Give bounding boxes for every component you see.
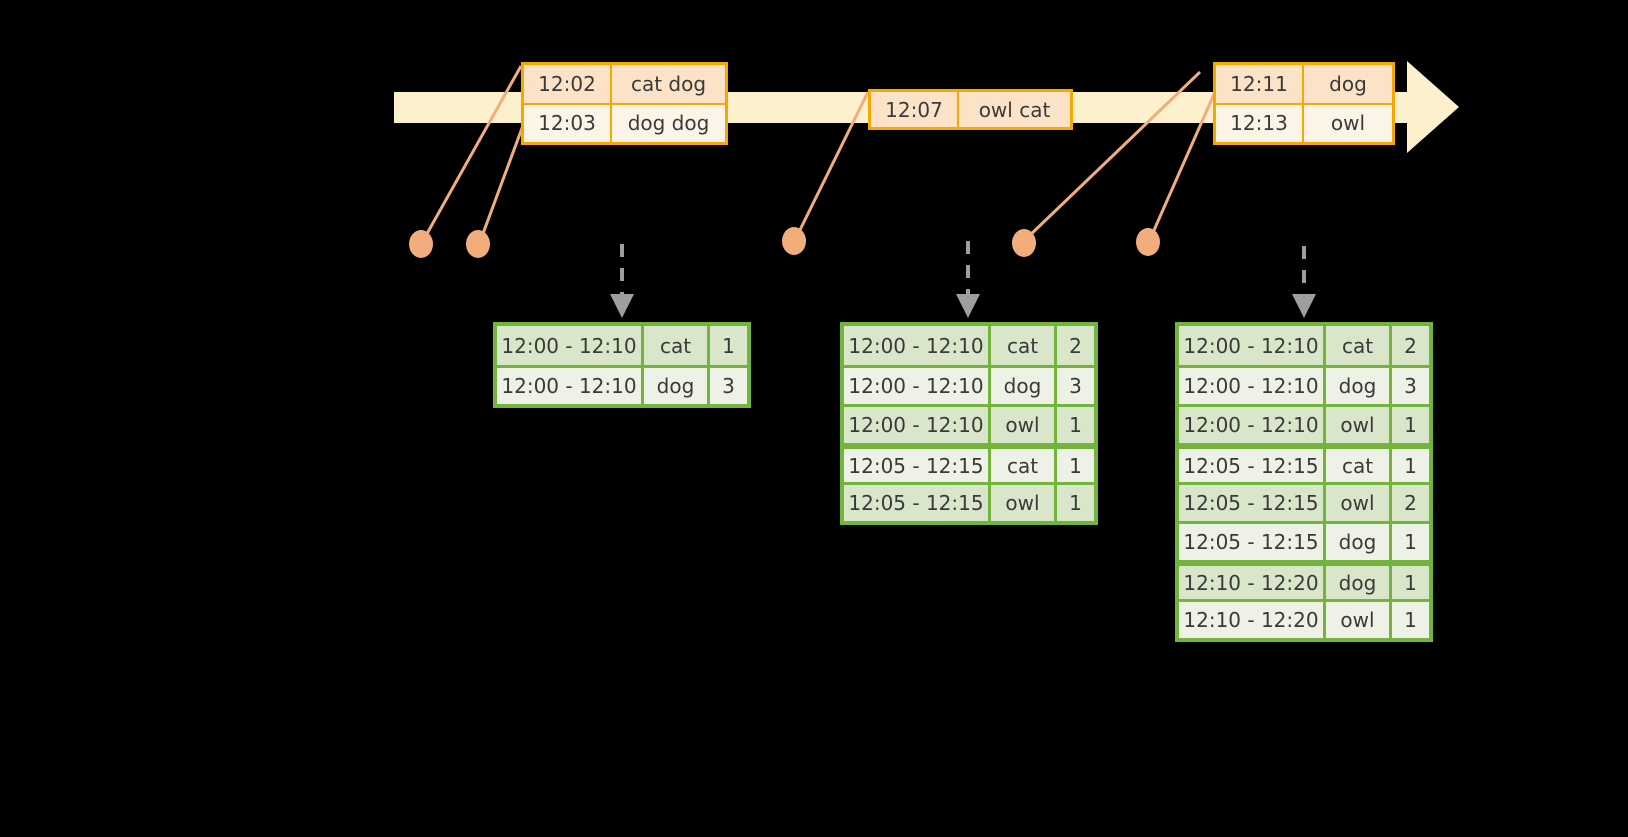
cell-word: owl — [1323, 485, 1389, 521]
cell-word: owl — [1323, 407, 1389, 443]
event-dot-group — [409, 227, 1160, 258]
cell-count: 3 — [1054, 368, 1094, 404]
cell-window: 12:00 - 12:10 — [1179, 326, 1323, 365]
cell-word: owl — [988, 485, 1054, 521]
cell-count: 2 — [1389, 326, 1429, 365]
event-words: dog dog — [610, 104, 725, 142]
cell-count: 1 — [707, 326, 747, 365]
event-words: cat dog — [610, 65, 725, 103]
event-time: 12:07 — [871, 92, 957, 127]
cell-window: 12:00 - 12:10 — [1179, 407, 1323, 443]
cell-window: 12:10 - 12:20 — [1179, 566, 1323, 599]
cell-count: 1 — [1389, 449, 1429, 482]
cell-window: 12:00 - 12:10 — [844, 368, 988, 404]
connector-line-1 — [422, 65, 523, 240]
cell-window: 12:00 - 12:10 — [1179, 368, 1323, 404]
cell-window: 12:05 - 12:15 — [844, 485, 988, 521]
event-time: 12:02 — [524, 65, 610, 103]
cell-count: 1 — [1389, 407, 1429, 443]
cell-count: 1 — [1054, 407, 1094, 443]
event-time: 12:03 — [524, 104, 610, 142]
event-words: dog — [1302, 65, 1392, 103]
cell-window: 12:10 - 12:20 — [1179, 602, 1323, 638]
cell-word: dog — [1323, 368, 1389, 404]
cell-count: 1 — [1389, 602, 1429, 638]
cell-count: 3 — [1389, 368, 1429, 404]
event-dot-3 — [782, 227, 806, 255]
connector-line-5 — [1149, 91, 1217, 238]
cell-count: 1 — [1389, 566, 1429, 599]
cell-window: 12:00 - 12:10 — [497, 326, 641, 365]
cell-word: dog — [1323, 566, 1389, 599]
cell-count: 2 — [1054, 326, 1094, 365]
cell-window: 12:05 - 12:15 — [844, 449, 988, 482]
event-time: 12:13 — [1216, 104, 1302, 142]
cell-count: 1 — [1054, 485, 1094, 521]
cell-word: cat — [1323, 449, 1389, 482]
cell-word: dog — [1323, 524, 1389, 560]
event-dot-4 — [1012, 229, 1036, 257]
event-dot-2 — [466, 230, 490, 258]
flow-arrowhead-icon-3 — [1292, 294, 1316, 318]
cell-word: owl — [1323, 602, 1389, 638]
cell-window: 12:00 - 12:10 — [844, 326, 988, 365]
cell-word: cat — [1323, 326, 1389, 365]
cell-word: dog — [988, 368, 1054, 404]
event-words: owl — [1302, 104, 1392, 142]
cell-count: 1 — [1389, 524, 1429, 560]
cell-word: cat — [641, 326, 707, 365]
timeline-arrowhead-icon — [1407, 61, 1459, 153]
cell-word: cat — [988, 449, 1054, 482]
flow-arrowhead-icon-2 — [956, 294, 980, 318]
connector-line-3 — [795, 91, 870, 237]
cell-window: 12:00 - 12:10 — [497, 368, 641, 404]
event-dot-1 — [409, 230, 433, 258]
cell-count: 1 — [1054, 449, 1094, 482]
cell-window: 12:05 - 12:15 — [1179, 524, 1323, 560]
cell-word: owl — [988, 407, 1054, 443]
cell-count: 3 — [707, 368, 747, 404]
cell-count: 2 — [1389, 485, 1429, 521]
cell-word: cat — [988, 326, 1054, 365]
event-words: owl cat — [957, 92, 1070, 127]
cell-window: 12:00 - 12:10 — [844, 407, 988, 443]
cell-word: dog — [641, 368, 707, 404]
cell-window: 12:05 - 12:15 — [1179, 485, 1323, 521]
event-time: 12:11 — [1216, 65, 1302, 103]
cell-window: 12:05 - 12:15 — [1179, 449, 1323, 482]
event-dot-5 — [1136, 228, 1160, 256]
connector-line-4 — [1025, 70, 1202, 240]
flow-arrowhead-icon-1 — [610, 294, 634, 318]
